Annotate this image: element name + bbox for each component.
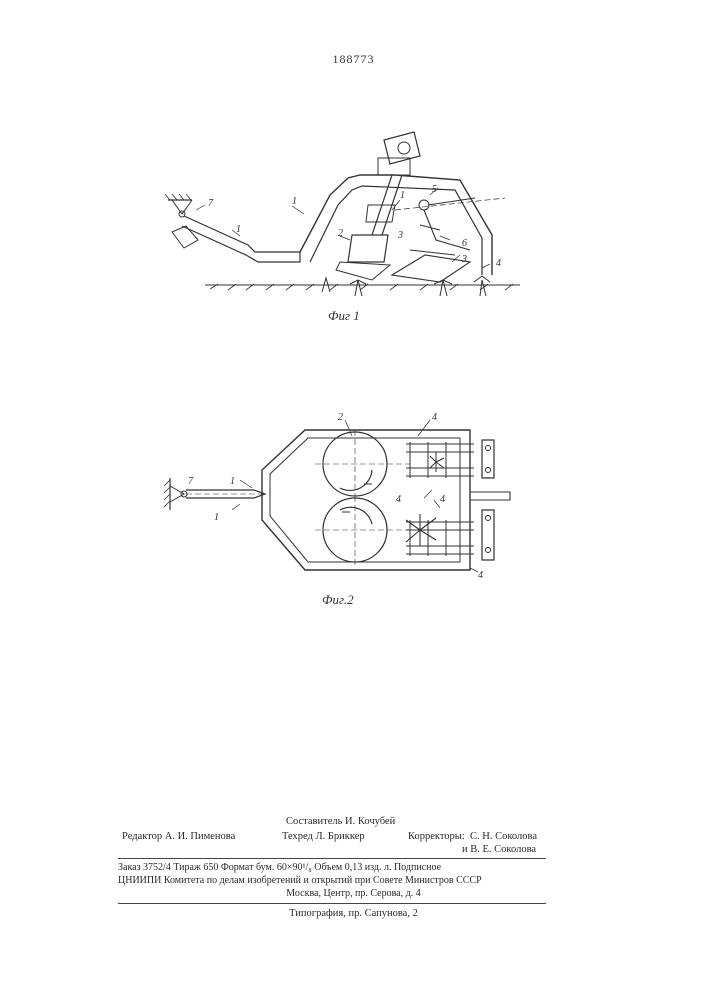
fig2-label-4-mid2: 4 — [440, 494, 445, 505]
imprint-address-line: Москва, Центр, пр. Серова, д. 4 — [0, 887, 707, 900]
imprint-rule-top — [118, 858, 546, 859]
fig1-label-2: 2 — [338, 228, 343, 239]
fig2-label-7: 7 — [188, 476, 194, 487]
figure-2-caption: Фиг.2 — [322, 592, 354, 608]
fig2-label-1-top: 1 — [230, 476, 235, 487]
fig2-label-4-bottom: 4 — [478, 570, 483, 581]
fig2-label-1-bottom: 1 — [214, 512, 219, 523]
fig1-label-7: 7 — [208, 198, 214, 209]
figure-1-drawing: 7 1 1 2 3 1 5 6 3 4 — [165, 132, 520, 296]
imprint-corrector-1: С. Н. Соколова — [470, 830, 537, 843]
imprint-compiler: Составитель И. Кочубей — [286, 815, 395, 828]
imprint-editor: Редактор А. И. Пименова — [122, 830, 235, 843]
imprint-correctors-label: Корректоры: — [408, 830, 465, 843]
imprint-org-line: ЦНИИПИ Комитета по делам изобретений и о… — [118, 874, 482, 887]
figure-1-caption: Фиг 1 — [328, 308, 360, 324]
fig2-label-4-mid: 4 — [396, 494, 401, 505]
imprint-order-line: Заказ 3752/4 Тираж 650 Формат бум. 60×90… — [118, 861, 441, 874]
imprint-rule-bottom — [118, 903, 546, 904]
imprint-techred: Техред Л. Бриккер — [282, 830, 365, 843]
fig1-label-1a: 1 — [236, 224, 241, 235]
fig2-label-4-top: 4 — [432, 412, 437, 423]
fig1-label-1b: 1 — [292, 196, 297, 207]
fig1-label-1c: 1 — [400, 190, 405, 201]
imprint-corrector-2: и В. Е. Соколова — [462, 843, 536, 856]
fig1-label-3b: 3 — [461, 254, 467, 265]
fig2-label-2: 2 — [338, 412, 343, 423]
fig1-label-3a: 3 — [397, 230, 403, 241]
fig1-label-6: 6 — [462, 238, 467, 249]
fig1-label-4: 4 — [496, 258, 501, 269]
fig1-label-5: 5 — [432, 184, 437, 195]
imprint-printing-house: Типография, пр. Сапунова, 2 — [0, 907, 707, 920]
figure-2-drawing: 2 4 1 7 4 4 1 4 — [164, 412, 510, 581]
